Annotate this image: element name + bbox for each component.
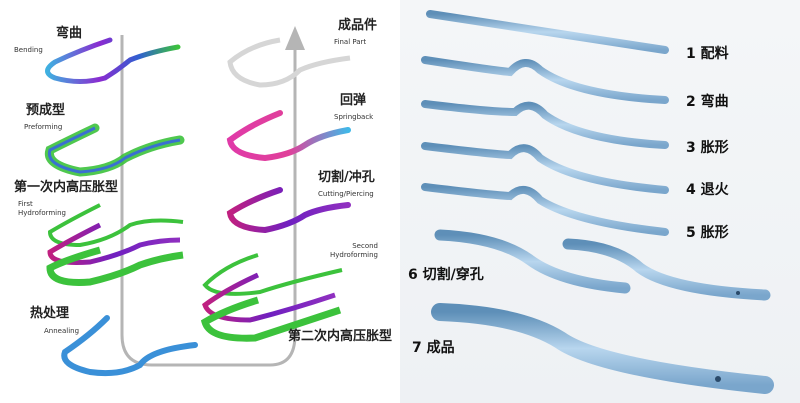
annealing-tube: [61, 315, 198, 377]
step-label: 5 胀形: [686, 225, 729, 241]
final-part-tube: [227, 37, 351, 88]
step-label: 4 退火: [686, 182, 729, 198]
hole: [736, 291, 740, 295]
stage-label-en: Cutting/Piercing: [318, 190, 374, 198]
step-label: 1 配料: [686, 46, 729, 62]
stage-label-en: First Hydroforming: [18, 200, 67, 217]
tube-step-3: [421, 100, 669, 149]
stage-label-en: Final Part: [334, 38, 367, 46]
cutting-tube: [226, 187, 351, 234]
stage-label-zh: 回弹: [340, 93, 367, 108]
stage-label-zh: 第一次内高压胀型: [14, 180, 119, 195]
stage-label-en: Springback: [334, 113, 374, 121]
tube-steps-graphic: [421, 10, 774, 394]
springback-tube: [226, 110, 351, 162]
stage-label-zh: 切割/冲孔: [318, 170, 375, 185]
stage-label-en: Annealing: [44, 327, 80, 335]
simulation-process-panel: 弯曲 Bending 预成型 Preforming 第一次内高压胀型 First…: [14, 18, 393, 377]
tube-step-6b: [562, 238, 771, 301]
manufacturing-steps-panel: 1 配料 2 弯曲 3 胀形 4 退火 5 胀形 6 切割/穿孔 7 成品: [400, 0, 800, 403]
process-flow-graphic: [44, 26, 351, 377]
stage-label-zh: 弯曲: [56, 26, 83, 41]
second-hydroforming-tubes: [202, 253, 343, 296]
stage-label-en: Preforming: [24, 123, 63, 131]
tube-step-1: [426, 10, 669, 54]
flow-arrow-head: [285, 26, 305, 50]
tube-step-5: [421, 183, 669, 236]
stage-label-zh: 成品件: [338, 18, 378, 33]
step-label: 2 弯曲: [686, 94, 729, 110]
stage-label-zh: 热处理: [30, 306, 70, 321]
step-label: 3 胀形: [686, 140, 729, 156]
stage-label-en: Bending: [14, 46, 43, 54]
tube-step-6a: [434, 229, 631, 294]
hole: [715, 376, 721, 382]
step-label: 7 成品: [412, 340, 455, 356]
stage-label-zh: 第二次内高压胀型: [288, 329, 393, 344]
tube-step-7: [431, 303, 774, 394]
tube-step-2: [421, 56, 669, 104]
tube-step-4: [421, 142, 669, 194]
stage-label-zh: 预成型: [26, 103, 66, 118]
stage-label-en: Second Hydroforming: [329, 242, 378, 259]
first-hydroforming-tubes: [47, 203, 184, 248]
bending-tube: [45, 37, 181, 84]
flow-arrow-path: [120, 35, 297, 367]
step-label: 6 切割/穿孔: [408, 267, 484, 283]
